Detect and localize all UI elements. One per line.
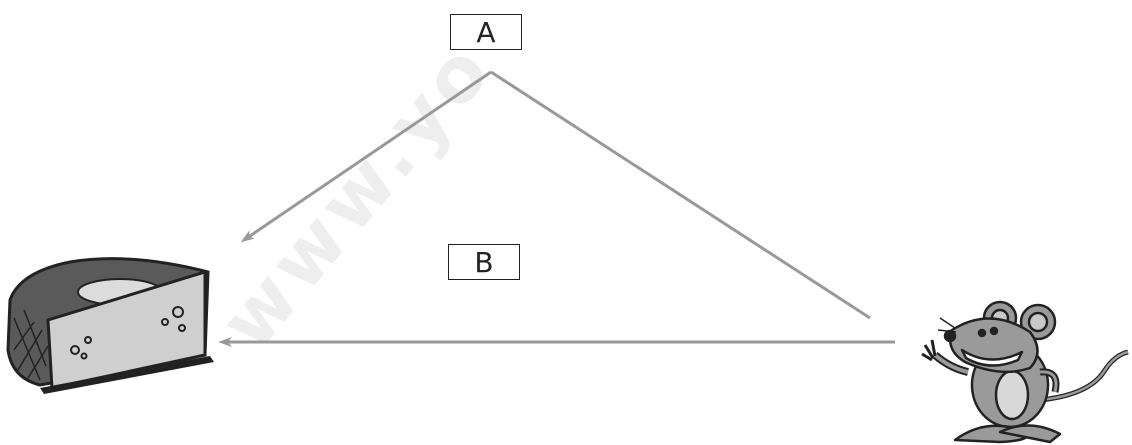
path-a-right-segment bbox=[490, 70, 871, 320]
cheese-icon bbox=[6, 257, 214, 394]
path-a-left-arrow bbox=[240, 70, 492, 243]
mouse-icon bbox=[921, 300, 1129, 444]
label-a: A bbox=[450, 14, 522, 50]
label-b: B bbox=[448, 244, 520, 280]
